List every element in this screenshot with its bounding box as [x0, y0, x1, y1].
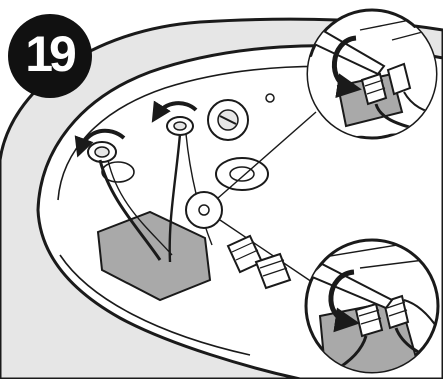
wire-nut-icon — [356, 304, 382, 336]
step-number: 19 — [25, 25, 73, 83]
detail-source-circle — [186, 192, 222, 228]
step-number-badge: 19 — [8, 14, 92, 98]
cable-gland-icon — [88, 142, 116, 162]
cable-gland-icon — [167, 117, 193, 135]
mounting-boss-right — [216, 158, 268, 190]
mounting-boss-center — [208, 100, 248, 140]
ground-screw — [266, 94, 274, 102]
